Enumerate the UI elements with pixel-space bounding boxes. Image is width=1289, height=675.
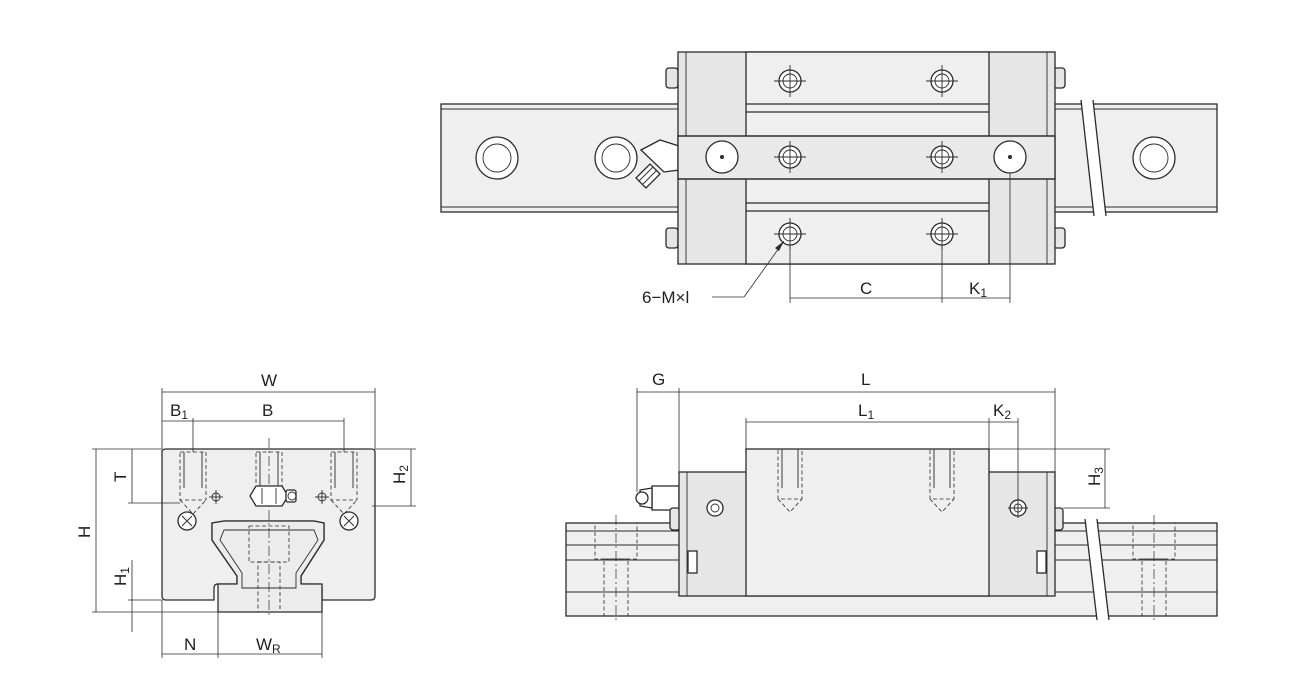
dimension-W: W (161, 371, 376, 449)
grease-nipple-side (635, 485, 680, 511)
side-view: G L L1 K2 H3 (565, 370, 1218, 622)
label-H2: H2 (390, 465, 411, 484)
label-WR: WR (256, 635, 281, 656)
side-port-left (706, 499, 724, 517)
dimension-K2: K2 (993, 401, 1019, 500)
rail-hole-left (475, 136, 519, 180)
label-L: L (861, 370, 870, 389)
dimension-H: H (75, 448, 218, 613)
dimension-B: B B1 (162, 401, 345, 452)
dimension-N: N WR (161, 600, 323, 658)
dimension-L: L (861, 370, 1056, 472)
label-mount-holes: 6−M×l (642, 288, 689, 307)
pin-hole-right (315, 490, 329, 504)
dimension-H1: H1 (111, 560, 162, 632)
end-screw-right (339, 511, 359, 531)
label-H3: H3 (1085, 467, 1106, 486)
mount-hole-6 (926, 218, 958, 250)
mount-hole-1 (774, 65, 806, 97)
rail-end (211, 520, 325, 613)
label-C: C (860, 279, 872, 298)
mount-hole-4 (926, 141, 958, 173)
dimension-H3: H3 (989, 448, 1110, 509)
label-N: N (184, 635, 196, 654)
label-B: B (262, 401, 273, 420)
label-G: G (652, 370, 665, 389)
mount-hole-3 (774, 141, 806, 173)
dimension-G: G (636, 370, 1055, 492)
end-screw-left (177, 511, 197, 531)
label-H1: H1 (111, 567, 132, 586)
dimension-H2: H2 (372, 448, 416, 507)
label-K1: K1 (969, 279, 987, 300)
side-port-right (1008, 498, 1028, 518)
dimension-T: T (111, 448, 180, 504)
grease-nipple-top (635, 139, 680, 189)
rail-hole-middle (594, 136, 638, 180)
mount-hole-2 (926, 65, 958, 97)
rail-bolt-left (594, 515, 638, 622)
label-H: H (75, 526, 94, 538)
grease-port-right (993, 140, 1027, 303)
tapped-hole-side-2 (929, 448, 955, 513)
mount-hole-callout: 6−M×l (642, 240, 785, 307)
label-L1: L1 (858, 401, 874, 422)
grease-nipple-end (249, 485, 297, 507)
end-view: W B B1 H2 T H H1 (75, 371, 416, 658)
label-K2: K2 (993, 401, 1011, 422)
mount-hole-5 (774, 218, 806, 250)
dimension-C: C (789, 246, 1010, 303)
grease-port-left (705, 140, 739, 174)
rail-hole-right (1132, 136, 1176, 180)
label-W: W (261, 371, 277, 390)
label-T: T (111, 472, 130, 482)
label-B1: B1 (170, 401, 188, 422)
top-view: C K1 6−M×l (440, 51, 1218, 307)
block-side (669, 448, 1064, 597)
tapped-hole-side-1 (777, 448, 803, 513)
dimension-L1: L1 (745, 401, 1018, 449)
pin-hole-left (209, 490, 223, 504)
dimension-K1: K1 (969, 279, 987, 300)
rail-bolt-right (1132, 515, 1176, 622)
